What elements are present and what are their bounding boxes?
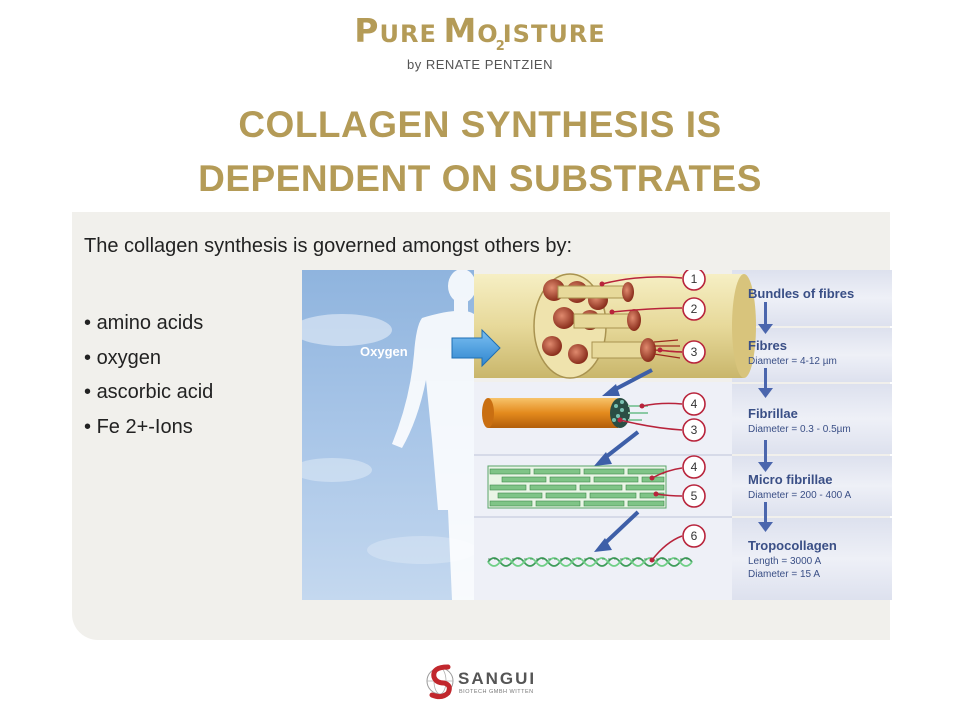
- callout-circles: [682, 270, 706, 548]
- list-item: oxygen: [84, 341, 213, 376]
- svg-text:3: 3: [691, 423, 698, 437]
- collagen-structure-figure: Oxygen: [302, 270, 892, 600]
- brand-letter-m: M: [443, 11, 478, 50]
- brand-wordmark: PURE MO2ISTURE: [0, 11, 960, 53]
- slide-title: COLLAGEN SYNTHESIS IS DEPENDENT ON SUBST…: [0, 98, 960, 206]
- brand-letters-ure: URE: [379, 20, 437, 48]
- substrate-list: amino acids oxygen ascorbic acid Fe 2+-I…: [84, 306, 214, 445]
- band-tropocollagen: [732, 518, 892, 600]
- svg-text:5: 5: [691, 489, 698, 503]
- list-item: amino acids: [84, 306, 213, 341]
- level-detail-microfibrillae: Diameter = 200 - 400 A: [748, 490, 851, 501]
- oxygen-arrow-icon: [451, 328, 501, 368]
- callout-lines: [601, 276, 683, 561]
- band-fibrillae: [732, 384, 892, 454]
- level-label-fibrillae: Fibrillae: [748, 406, 798, 421]
- brand-subscript: 2: [495, 39, 506, 54]
- level-label-bundles: Bundles of fibres: [748, 286, 854, 301]
- slide-title-line-1: COLLAGEN SYNTHESIS IS: [238, 104, 722, 145]
- brand-letter-o: O: [477, 20, 499, 48]
- brand-letters-isture: ISTURE: [502, 20, 606, 48]
- callout-numbers: 1 2 3 4 3 4 5 6: [691, 272, 698, 543]
- svg-text:4: 4: [691, 460, 698, 474]
- level-detail-fibrillae: Diameter = 0.3 - 0.5µm: [748, 424, 851, 435]
- intro-text: The collagen synthesis is governed among…: [84, 235, 573, 257]
- brand-letter-p: P: [354, 11, 380, 50]
- list-item: ascorbic acid: [84, 375, 214, 410]
- level-detail-tropocollagen-length: Length = 3000 A: [748, 556, 821, 567]
- footer-company-name: SANGUI: [458, 669, 536, 688]
- level-detail-fibres: Diameter = 4-12 µm: [748, 356, 837, 367]
- svg-text:2: 2: [691, 302, 698, 316]
- svg-text:6: 6: [691, 529, 698, 543]
- svg-text:3: 3: [691, 345, 698, 359]
- svg-text:4: 4: [691, 397, 698, 411]
- sangui-globe-icon: [426, 664, 454, 700]
- microfibrillae-pattern: [487, 465, 667, 509]
- fibrilla-rod: [482, 398, 648, 428]
- svg-text:1: 1: [691, 272, 698, 286]
- level-label-tropocollagen: Tropocollagen: [748, 538, 837, 553]
- level-connector-arrows: [594, 368, 653, 552]
- brand-logo: PURE MO2ISTURE by RENATE PENTZIEN: [0, 14, 960, 72]
- human-silhouette-icon: [392, 270, 476, 600]
- hierarchy-down-arrows: [758, 302, 773, 532]
- tropocollagen-helix: [487, 557, 693, 567]
- level-detail-tropocollagen-diameter: Diameter = 15 A: [748, 569, 820, 580]
- level-label-fibres: Fibres: [748, 338, 787, 353]
- fibre-bundle-cylinder: [474, 273, 756, 379]
- level-label-microfibrillae: Micro fibrillae: [748, 472, 833, 487]
- callout-markers: [599, 281, 663, 563]
- slide-title-line-2: DEPENDENT ON SUBSTRATES: [198, 158, 762, 199]
- footer-logo: SANGUI BIOTECH GMBH WITTEN: [426, 661, 536, 701]
- band-fibres: [732, 328, 892, 382]
- oxygen-label: Oxygen: [360, 344, 408, 359]
- band-microfibrillae: [732, 456, 892, 516]
- band-bundles: [732, 270, 892, 326]
- footer-tagline: BIOTECH GMBH WITTEN: [459, 689, 534, 695]
- list-item: Fe 2+-Ions: [84, 410, 213, 445]
- brand-byline: by RENATE PENTZIEN: [406, 57, 553, 72]
